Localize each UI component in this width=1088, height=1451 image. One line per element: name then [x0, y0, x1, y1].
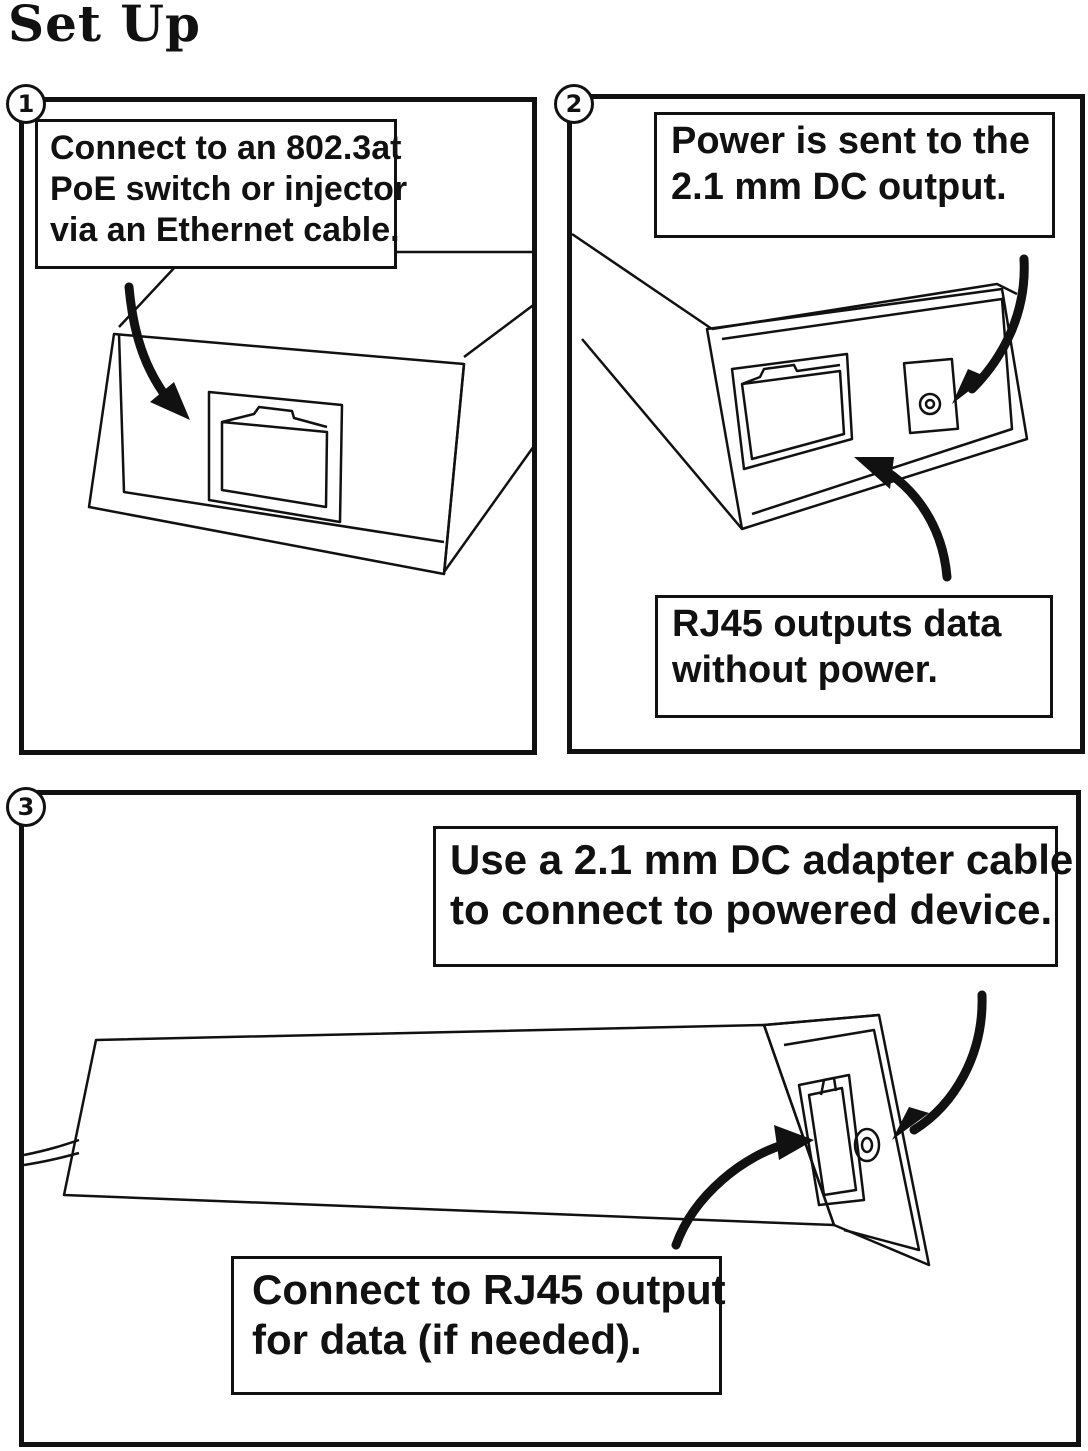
- step-3-callout-rj45: Connect to RJ45 output for data (if need…: [231, 1256, 726, 1395]
- step-3-number: 3: [6, 787, 46, 827]
- arrowhead: [854, 457, 894, 489]
- step-2-power-line-2: 2.1 mm DC output.: [671, 165, 1007, 208]
- step-1-line-1: Connect to an 802.3at: [50, 129, 402, 167]
- step-2-callout-rj45: RJ45 outputs data without power.: [655, 595, 1053, 718]
- step-1-line-3: via an Ethernet cable.: [50, 210, 400, 249]
- arrow-to-rj45: [671, 1138, 794, 1250]
- arrowhead: [892, 1107, 929, 1140]
- injector-back-drawing: [572, 232, 1029, 582]
- step-2-rj45-line-1: RJ45 outputs data: [672, 603, 1002, 645]
- step-2-rj45-line-2: without power.: [672, 648, 938, 691]
- step-1-line-2: PoE switch or injector: [50, 169, 408, 208]
- step-2-callout-power: Power is sent to the 2.1 mm DC output.: [654, 112, 1055, 238]
- step-3-callout-dc: Use a 2.1 mm DC adapter cable to connect…: [433, 826, 1074, 967]
- step-3-dc-line-2: to connect to powered device.: [450, 886, 1053, 934]
- arrow-to-dc-jack: [909, 990, 987, 1135]
- step-3-dc-line-1: Use a 2.1 mm DC adapter cable: [450, 836, 1074, 883]
- page-title: Set Up: [8, 0, 201, 53]
- step-2-power-line-1: Power is sent to the: [671, 120, 1030, 162]
- step-3-rj45-line-1: Connect to RJ45 output: [252, 1266, 726, 1313]
- step-3-rj45-line-2: for data (if needed).: [252, 1316, 642, 1364]
- arrowhead: [952, 369, 987, 404]
- injector-front-drawing: [87, 250, 532, 576]
- arrowhead: [774, 1125, 814, 1160]
- step-2-number: 2: [554, 84, 594, 124]
- arrowhead: [150, 382, 190, 420]
- injector-side-drawing: [24, 990, 987, 1267]
- step-1-callout: Connect to an 802.3at PoE switch or inje…: [35, 119, 408, 269]
- step-1-number: 1: [6, 84, 46, 124]
